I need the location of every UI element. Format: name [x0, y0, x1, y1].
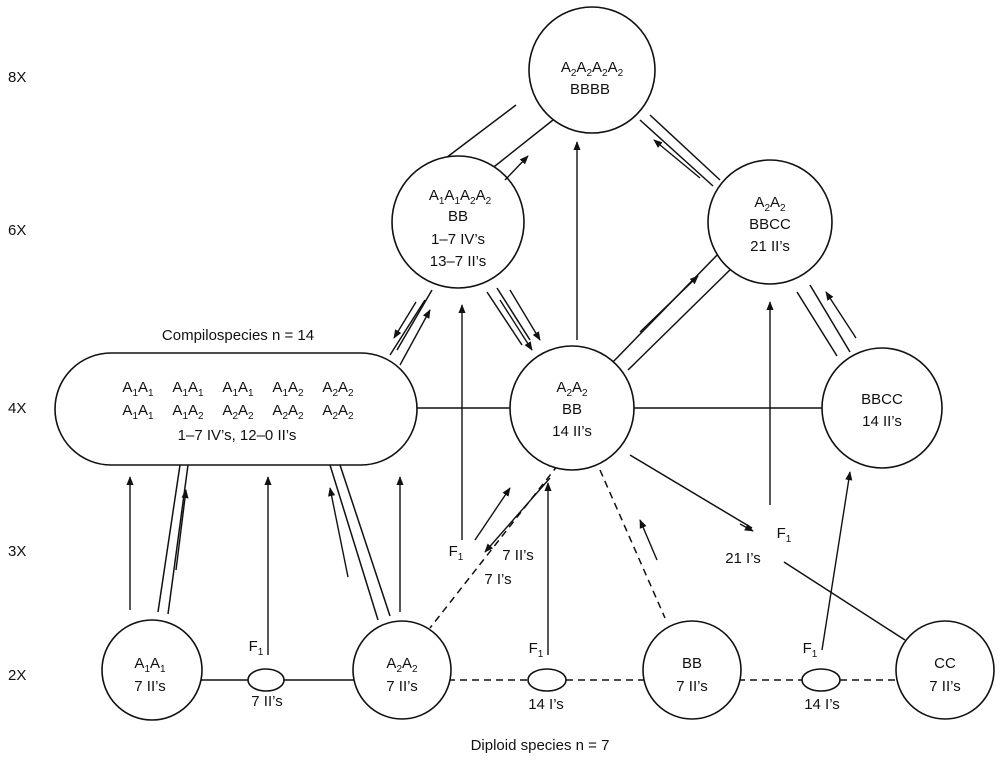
dashed-connections — [429, 454, 906, 681]
node-a2a2 — [352, 620, 452, 720]
label-bbcc-4x: BBCC — [861, 391, 903, 408]
compilospecies-genome-r1-c4: A1A2 — [272, 379, 304, 399]
label-21ii-6x: 21 II’s — [750, 238, 790, 255]
ploidy-level-labels: 8X 6X 4X 3X 2X — [8, 69, 26, 684]
label-bbbb: BBBB — [570, 81, 610, 98]
node-cc — [895, 620, 995, 720]
label-bb-4x: BB — [562, 401, 582, 418]
label-f1-a2-bb: F1 — [529, 640, 544, 660]
label-compilo-pairing: 1–7 IV’s, 12–0 II’s — [178, 427, 297, 444]
compilospecies-genome-r1-c3: A1A1 — [222, 379, 254, 399]
compilospecies-genome-r1-c1: A1A1 — [122, 379, 154, 399]
compilospecies-genome-r2-c5: A2A2 — [322, 402, 354, 422]
node-labels: A2A2A2A2 BBBB A1A1A2A2 BB 1–7 IV’s 13–7 … — [122, 59, 960, 754]
label-a2a2-4x: A2A2 — [556, 379, 588, 399]
node-a1a1 — [101, 619, 203, 721]
node-a2a2-bb — [509, 345, 635, 471]
label-f1-3x-left: F1 — [449, 543, 464, 563]
compilospecies-genome-r2-c4: A2A2 — [272, 402, 304, 422]
label-a1a1-pairing: 7 II’s — [134, 678, 165, 695]
node-a2a2a2a2-bbbb — [528, 6, 656, 134]
arrows — [126, 139, 857, 655]
label-f1-a1-a2: F1 — [249, 638, 264, 658]
label-a1a1: A1A1 — [134, 655, 166, 675]
node-a1a1a2a2-bb — [391, 155, 525, 289]
f1-hybrid-shapes — [247, 668, 841, 692]
label-f1-a1-a2-pairing: 7 II’s — [251, 693, 282, 710]
compilospecies-genome-r2-c2: A1A2 — [172, 402, 204, 422]
node-a2a2-bbcc — [707, 159, 833, 285]
label-f1-3x-left-ii: 7 II’s — [502, 547, 533, 564]
label-bb-6x: BB — [448, 208, 468, 225]
level-3x: 3X — [8, 543, 26, 560]
label-f1-3x-right: F1 — [777, 525, 792, 545]
diploid-caption: Diploid species n = 7 — [471, 737, 610, 754]
label-bb-pairing: 7 II’s — [676, 678, 707, 695]
label-f1-bb-cc: F1 — [803, 640, 818, 660]
label-cc: CC — [934, 655, 956, 672]
label-ii-6x: 13–7 II’s — [430, 253, 486, 270]
label-iv-6x: 1–7 IV’s — [431, 231, 485, 248]
node-compilospecies — [54, 352, 418, 466]
bridges — [157, 104, 851, 681]
label-a2a2a2a2: A2A2A2A2 — [561, 59, 624, 79]
node-bb — [642, 620, 742, 720]
level-4x: 4X — [8, 400, 26, 417]
label-14ii-bbcc: 14 II’s — [862, 413, 902, 430]
level-6x: 6X — [8, 222, 26, 239]
label-f1-3x-right-pairing: 21 I’s — [725, 550, 761, 567]
label-f1-a2-bb-pairing: 14 I’s — [528, 696, 564, 713]
label-cc-pairing: 7 II’s — [929, 678, 960, 695]
label-a2a2-2x: A2A2 — [386, 655, 418, 675]
compilospecies-genome-r1-c5: A2A2 — [322, 379, 354, 399]
node-bbcc — [821, 347, 943, 469]
label-f1-bb-cc-pairing: 14 I’s — [804, 696, 840, 713]
label-14ii-4x: 14 II’s — [552, 423, 592, 440]
compilospecies-caption: Compilospecies n = 14 — [162, 327, 314, 344]
compilospecies-genome-r1-c2: A1A1 — [172, 379, 204, 399]
label-a1a1a2a2: A1A1A2A2 — [429, 187, 492, 207]
label-bb-2x: BB — [682, 655, 702, 672]
label-a2a2-pairing: 7 II’s — [386, 678, 417, 695]
compilospecies-genome-r2-c1: A1A1 — [122, 402, 154, 422]
level-2x: 2X — [8, 667, 26, 684]
label-f1-3x-left-i: 7 I’s — [484, 571, 511, 588]
label-a2a2-6x: A2A2 — [754, 194, 786, 214]
level-8x: 8X — [8, 69, 26, 86]
compilospecies-genome-r2-c3: A2A2 — [222, 402, 254, 422]
label-bbcc-6x: BBCC — [749, 216, 791, 233]
